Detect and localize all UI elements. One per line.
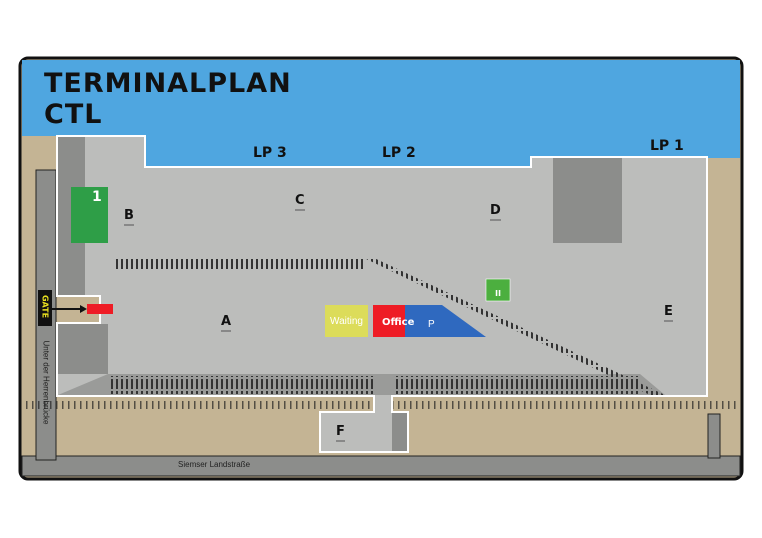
terminal-area — [56, 135, 708, 453]
gate-label: GATE — [40, 294, 50, 319]
street-vertical: Unter der Herrenbrücke — [41, 340, 51, 425]
dark-block — [553, 158, 622, 243]
zone-f: F — [336, 424, 345, 442]
track-1-block — [71, 187, 108, 243]
gate-badge: GATE — [38, 290, 52, 326]
water — [22, 60, 740, 167]
zone-c: C — [295, 193, 305, 211]
arrow-right-icon — [52, 305, 87, 313]
assembly-point-icon: ıı — [485, 278, 511, 302]
street-horizontal: Siemser Landstraße — [178, 460, 251, 469]
lp3-label: LP 3 — [253, 145, 287, 161]
track-number: 1 — [92, 189, 102, 205]
title-line1: TERMINALPLAN — [44, 68, 292, 99]
gate-marker — [87, 304, 113, 314]
parking-area — [405, 305, 486, 337]
road-horizontal — [21, 455, 741, 477]
waiting-label: Waiting — [330, 316, 363, 327]
office-building — [373, 305, 405, 337]
road-stub — [707, 413, 721, 459]
zone-a: A — [221, 314, 232, 332]
waiting-building — [325, 305, 368, 337]
lp2-label: LP 2 — [382, 145, 416, 161]
zone-d: D — [490, 203, 501, 221]
lp1-label: LP 1 — [650, 138, 684, 154]
parking-label: P — [428, 319, 435, 330]
track-stripes — [113, 257, 366, 271]
title-line2: CTL — [44, 99, 103, 130]
zone-e: E — [664, 304, 673, 322]
zone-b: B — [124, 208, 134, 226]
svg-text:ıı: ıı — [495, 287, 501, 299]
office-label: Office — [382, 317, 415, 328]
